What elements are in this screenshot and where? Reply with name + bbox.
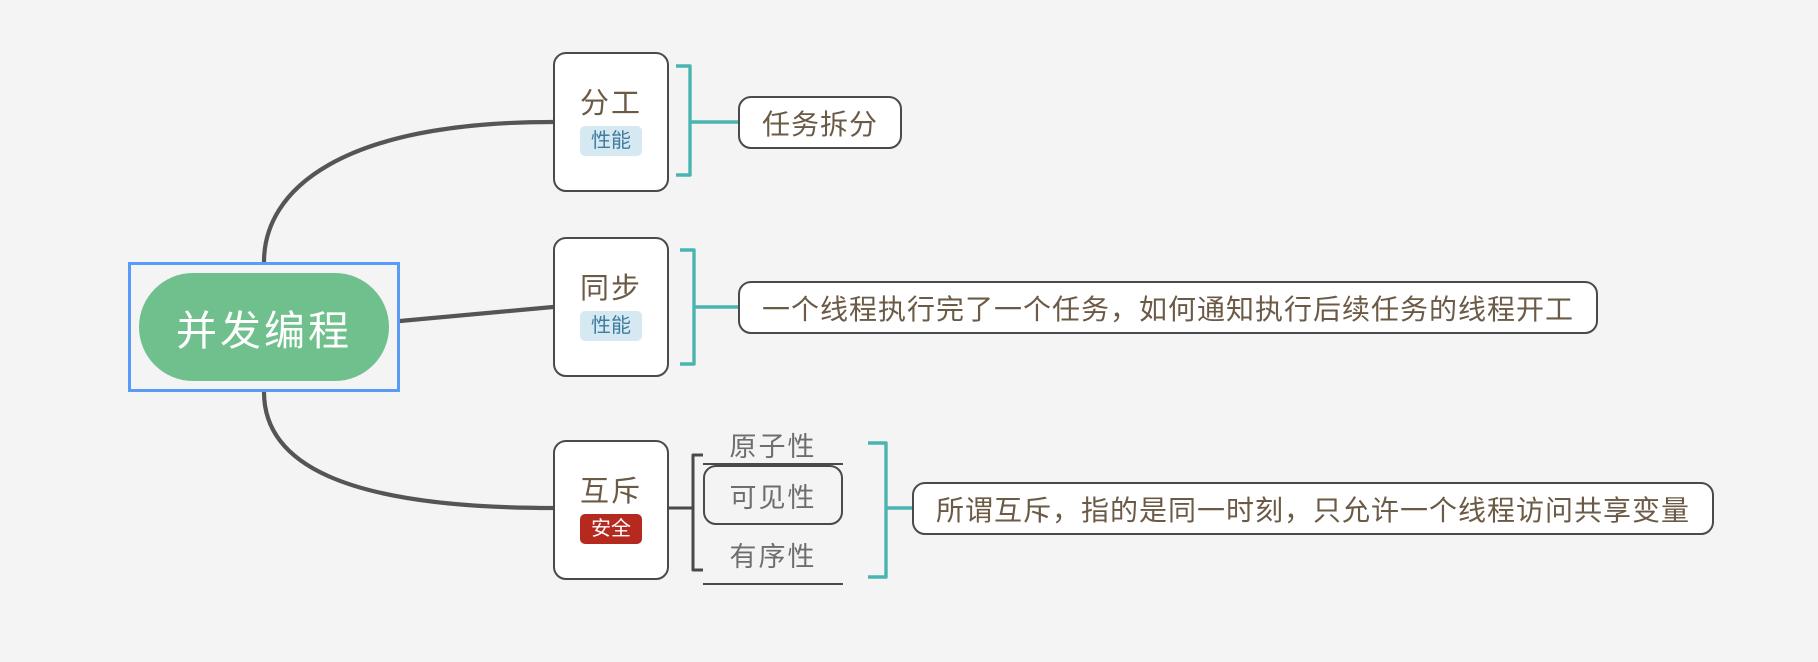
child-node-huchi-description[interactable]: 所谓互斥，指的是同一时刻，只允许一个线程访问共享变量 [912, 482, 1715, 535]
branch-node-tongbu[interactable]: 同步 性能 [553, 237, 669, 377]
root-node[interactable]: 并发编程 [139, 273, 389, 381]
link-fengong-bracket [676, 64, 692, 177]
sub-node-label: 可见性 [729, 482, 817, 514]
sub-node-youxuxing[interactable]: 有序性 [703, 525, 843, 585]
child-node-tongbu-description[interactable]: 一个线程执行完了一个任务，如何通知执行后续任务的线程开工 [738, 281, 1599, 334]
sub-node-label: 原子性 [729, 431, 817, 463]
child-node-label: 任务拆分 [762, 107, 879, 141]
sub-node-kejianxing[interactable]: 可见性 [703, 465, 843, 525]
branch-node-label: 同步 [579, 271, 642, 306]
link-root-to-huchi [261, 389, 556, 511]
sub-node-label: 有序性 [729, 541, 817, 573]
link-subs-bracket [868, 441, 888, 579]
child-node-label: 一个线程执行完了一个任务，如何通知执行后续任务的线程开工 [762, 292, 1575, 326]
branch-tag-performance: 性能 [580, 125, 642, 156]
branch-tag-safety: 安全 [580, 513, 642, 544]
sub-node-yuanzixing[interactable]: 原子性 [703, 425, 843, 465]
root-node-label: 并发编程 [176, 307, 352, 355]
link-tongbu-bracket [680, 248, 696, 366]
link-huchi-to-subs [691, 453, 703, 572]
branch-node-label: 分工 [579, 86, 642, 121]
link-root-to-fengong [261, 119, 556, 265]
branch-node-fengong[interactable]: 分工 性能 [553, 52, 669, 192]
link-root-to-tongbu [397, 304, 556, 324]
branch-tag-performance: 性能 [580, 310, 642, 341]
child-node-renwuchaifen[interactable]: 任务拆分 [738, 96, 903, 149]
branch-node-huchi[interactable]: 互斥 安全 [553, 440, 669, 580]
child-node-label: 所谓互斥，指的是同一时刻，只允许一个线程访问共享变量 [936, 493, 1691, 527]
branch-node-label: 互斥 [579, 474, 642, 509]
root-selection-frame[interactable] [128, 262, 400, 392]
